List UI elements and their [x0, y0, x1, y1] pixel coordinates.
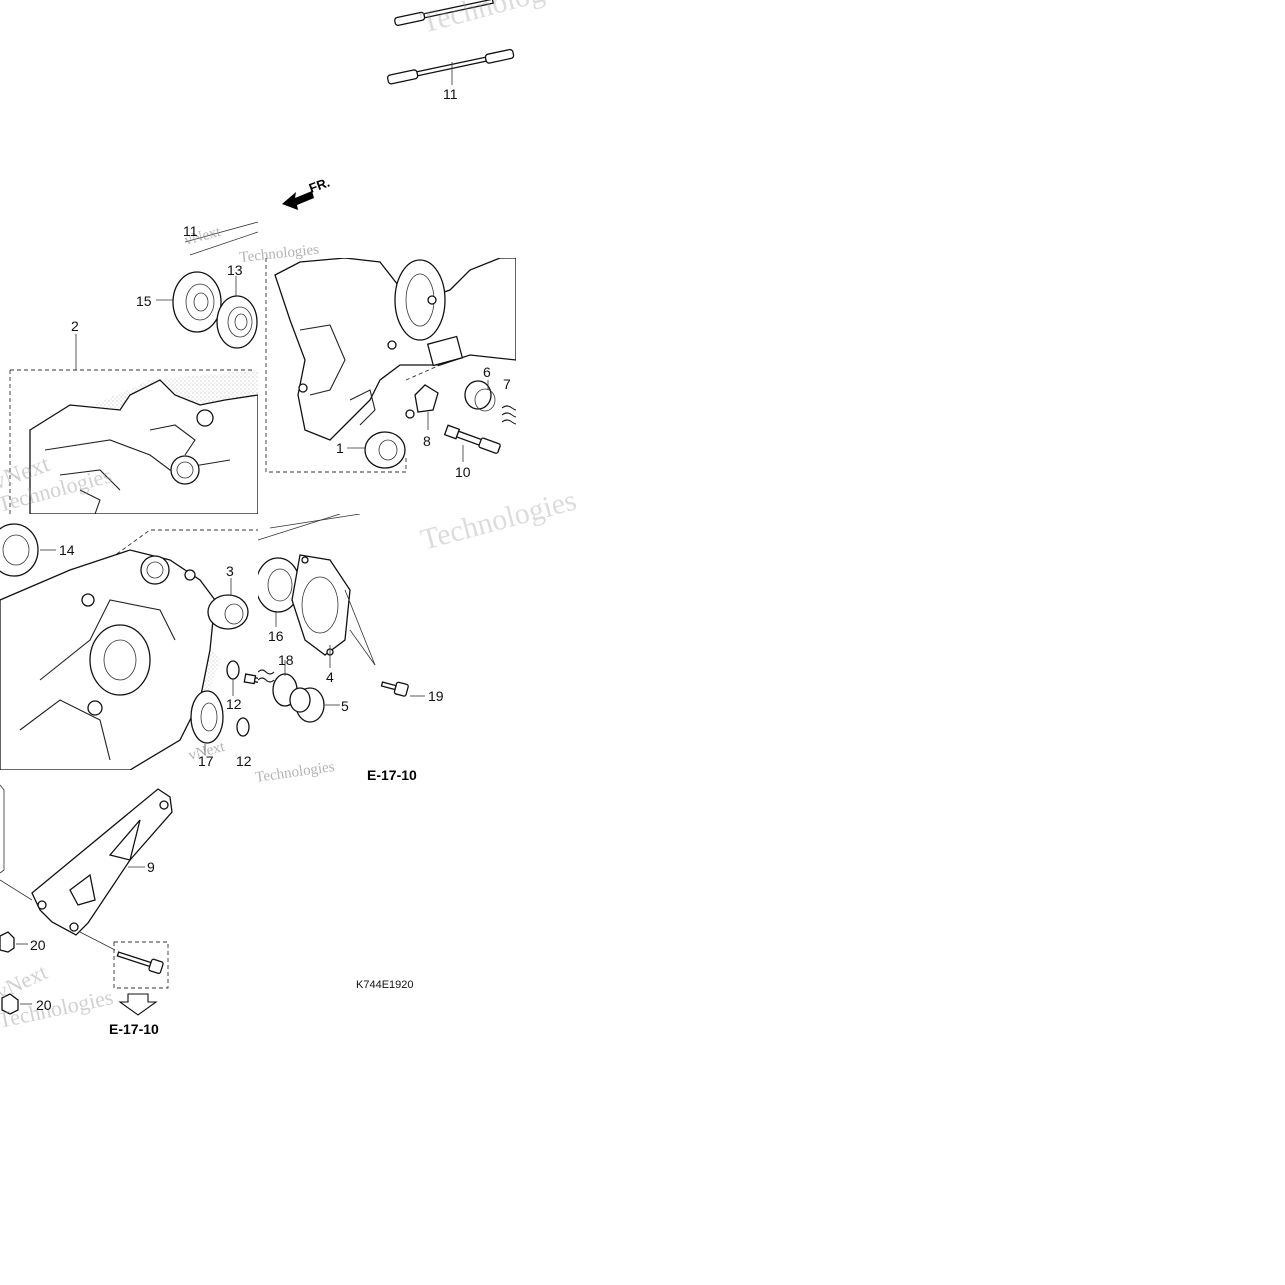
callout-10: 10 [455, 464, 471, 480]
left-crankcase-area [9, 221, 258, 514]
callout-18: 18 [278, 652, 294, 668]
right-crankcase-area [265, 258, 516, 473]
callout-14: 14 [59, 542, 75, 558]
front-direction-label: FR. [307, 175, 332, 196]
callout-12-lower: 12 [236, 753, 252, 769]
callout-9: 9 [147, 859, 155, 875]
callout-19: 19 [428, 688, 444, 704]
reference-e-17-10-right: E-17-10 [367, 767, 417, 783]
oil-pump-cover-area [258, 514, 425, 723]
callout-15: 15 [136, 293, 152, 309]
reference-e-17-10-left: E-17-10 [109, 1021, 159, 1037]
bracket-area [0, 784, 173, 1016]
callout-2: 2 [71, 318, 79, 334]
callout-12-upper: 12 [226, 696, 242, 712]
callout-20-lower: 20 [36, 997, 52, 1013]
callout-4: 4 [326, 669, 334, 685]
drawing-code: K744E1920 [356, 979, 414, 991]
callout-8: 8 [423, 433, 431, 449]
front-direction-indicator [282, 191, 314, 210]
callout-16: 16 [268, 628, 284, 644]
callout-13: 13 [227, 262, 243, 278]
callout-6: 6 [483, 364, 491, 380]
callout-5: 5 [341, 698, 349, 714]
callout-11-left: 11 [183, 223, 198, 239]
crankcase-cover-area [0, 523, 258, 770]
callout-3: 3 [226, 563, 234, 579]
watermark-technologies-d: Technologies [254, 759, 335, 786]
watermark-technologies-c: Technologies [417, 484, 580, 557]
diagram-labels: FR. 11 11 13 15 2 6 7 8 1 10 14 3 16 18 … [30, 86, 511, 1037]
callout-11-top: 11 [443, 86, 458, 102]
callout-1: 1 [336, 440, 344, 456]
stud-bolts-group [386, 0, 515, 85]
callout-17: 17 [198, 753, 214, 769]
callout-20-upper: 20 [30, 937, 46, 953]
watermark-technologies-top: Technologies [417, 0, 580, 40]
callout-7: 7 [503, 376, 511, 392]
